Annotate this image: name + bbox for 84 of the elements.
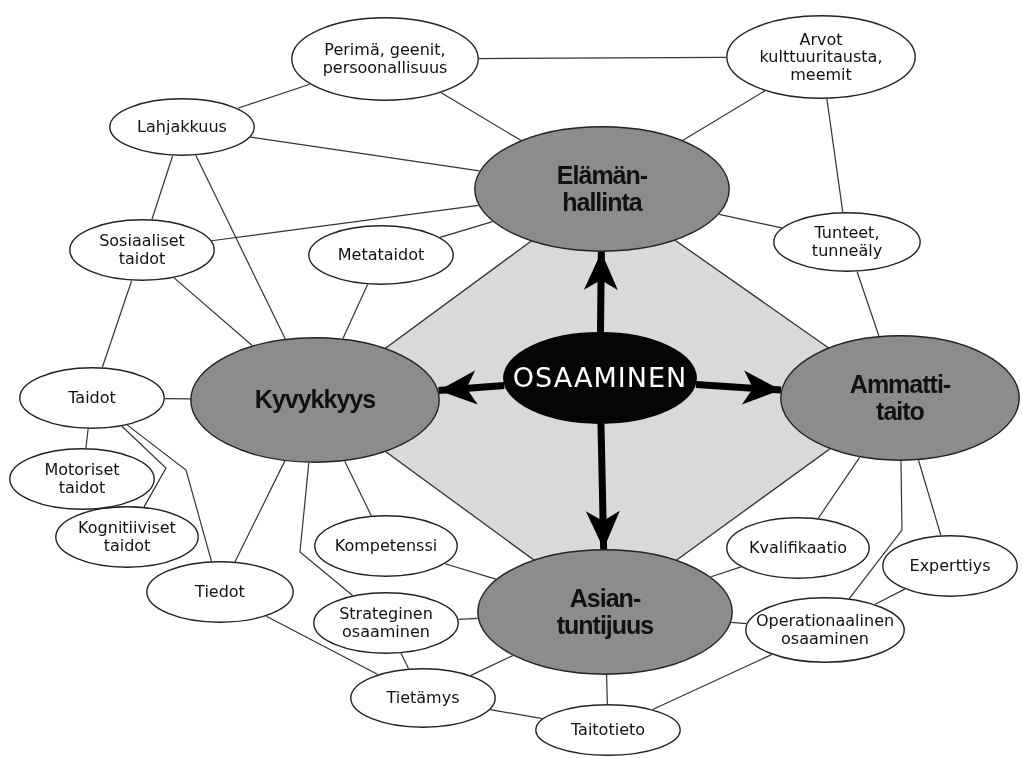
connector-line [299,462,354,597]
node-label: Experttiys [908,557,992,575]
node-label: Kognitiiviset taidot [77,519,177,555]
connector-line [126,424,212,562]
connector-line [101,280,133,368]
concept-ellipse [9,448,155,510]
concept-ellipse [726,15,916,99]
arrow [585,423,620,550]
connector-line [151,155,174,220]
connector-line [234,460,286,563]
connector-line [237,83,311,109]
connector-line [470,655,514,676]
node-label: Taitotieto [569,721,647,739]
arrow [438,370,505,405]
connector-line [856,271,880,337]
concept-ellipse [350,668,496,728]
concept-ellipse [535,704,681,756]
concept-ellipse [314,515,458,577]
concept-ellipse [882,535,1018,597]
concept-ellipse [19,367,165,429]
connector-line [85,428,89,449]
connector-line [344,460,372,517]
connector-line [400,652,410,670]
node-label: Kyvykkyys [253,386,377,414]
connector-line [917,459,942,536]
connector-line [718,213,783,229]
node-label: Operationaalinen osaaminen [754,612,896,648]
connector-line [826,98,844,213]
connector-line [440,92,522,141]
node-label: OSAAMINEN [511,363,689,393]
concept-ellipse [146,561,294,623]
connector-line [874,588,906,605]
main-ellipse [477,549,733,675]
concept-ellipse [69,219,215,281]
connector-line [478,56,727,60]
arrow [695,370,782,405]
node-label: Taidot [67,389,117,407]
concept-ellipse [308,225,454,285]
node-label: Lahjakkuus [136,118,228,136]
node-label: Motoriset taidot [43,461,121,497]
node-label: Arvot kulttuuritausta, meemit [758,30,884,84]
connector-line [342,283,369,340]
connector-line [817,456,861,519]
node-label: Kvalifikaatio [748,539,848,557]
concept-ellipse [726,517,870,579]
node-label: Tunteet, tunneäly [810,224,884,260]
connector-line [730,621,748,625]
node-label: Asian- tuntijuus [555,584,655,640]
connector-line [489,709,543,720]
concept-ellipse [773,212,921,272]
node-label: Kompetenssi [333,537,439,555]
concept-ellipse [109,98,255,156]
connector-line [439,221,494,238]
connector-line [121,425,167,508]
connector-line [249,136,480,172]
connector-line [606,674,608,705]
node-label: Ammatti- taito [848,370,952,426]
node-label: Perimä, geenit, persoonallisuus [321,41,449,77]
node-label: Elämän- hallinta [555,161,649,217]
connector-line [173,277,253,347]
main-ellipse [780,335,1020,461]
main-ellipse [474,126,730,252]
node-label: Metataidot [336,246,426,264]
connector-line [848,460,903,600]
connector-line [164,398,191,400]
connector-line [444,563,497,580]
node-label: Sosiaaliset taidot [98,232,186,268]
concept-ellipse [313,592,459,654]
concept-ellipse [291,17,479,101]
connector-line [457,617,479,620]
node-label: Strateginen osaaminen [338,605,434,641]
connector-line [710,566,742,578]
connector-line [265,615,379,676]
connector-line [211,204,479,242]
central-ellipse [503,332,697,424]
connector-line [652,654,773,711]
node-label: Tiedot [194,583,246,601]
node-label: Tietämys [385,689,461,707]
concept-ellipse [745,597,905,663]
concept-ellipse [55,506,199,568]
connector-line [195,154,286,340]
arrow [583,251,618,333]
connector-line [682,90,766,141]
main-ellipse [190,337,440,463]
